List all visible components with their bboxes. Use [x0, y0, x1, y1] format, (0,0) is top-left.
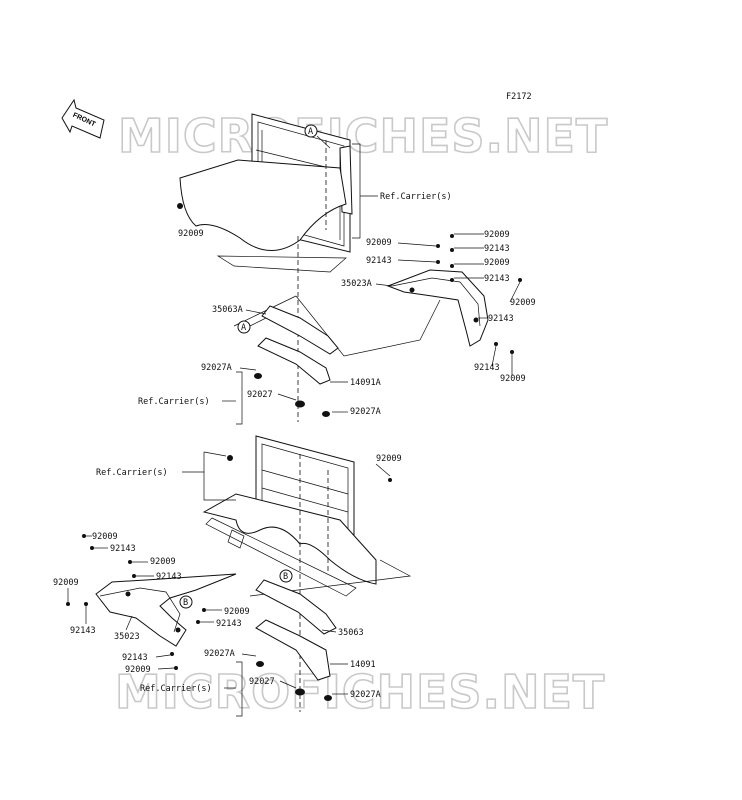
part-92027a-lower-1: 92027A [204, 649, 235, 659]
part-92009-d: 92009 [510, 298, 536, 308]
part-92143-2: 92143 [156, 572, 182, 582]
part-92143-a: 92143 [484, 244, 510, 254]
callout-b-left [179, 595, 193, 609]
ref-carrier-mid: Ref.Carrier(s) [138, 397, 210, 407]
part-92009-b: 92009 [484, 258, 510, 268]
part-92009-4: 92009 [224, 607, 250, 617]
watermark-upper: MICROFICHES.NET [118, 109, 608, 163]
part-92027a-lower-2: 92027A [350, 690, 381, 700]
callout-a-top [304, 124, 318, 138]
part-92143-4: 92143 [216, 619, 242, 629]
part-92143-d: 92143 [488, 314, 514, 324]
lower-bed-panel [202, 493, 377, 585]
callout-b-right [279, 569, 293, 583]
watermark-lower: MICROFICHES.NET [115, 665, 605, 719]
part-92027-lower: 92027 [249, 677, 275, 687]
part-35063a: 35063A [212, 305, 243, 315]
lower-assembly: Ref.Carrier(s) 92009 B B 92009 92143 920… [53, 435, 412, 717]
ref-carrier-lower-upper: Ref.Carrier(s) [96, 468, 168, 478]
part-92009-a: 92009 [484, 230, 510, 240]
callout-a-mid-label: A [241, 323, 246, 333]
part-92009-left: 92009 [178, 229, 204, 239]
part-92143-c: 92143 [366, 256, 392, 266]
figure-code: F2172 [506, 92, 532, 102]
upper-assembly: A Ref.Carrier(s) 92009 92009 92143 [138, 113, 536, 425]
part-92143-e: 92143 [474, 363, 500, 373]
part-35023: 35023 [114, 632, 140, 642]
front-arrow-icon: FRONT [61, 98, 105, 139]
callout-b-left-label: B [183, 598, 188, 608]
lower-strap-35063 [255, 579, 337, 635]
ref-carrier-top: Ref.Carrier(s) [380, 192, 452, 202]
part-92009-1: 92009 [92, 532, 118, 542]
part-92009-e: 92009 [500, 374, 526, 384]
part-92143-1: 92143 [110, 544, 136, 554]
part-35063: 35063 [338, 628, 364, 638]
part-92009-2: 92009 [150, 557, 176, 567]
part-35023a: 35023A [341, 279, 372, 289]
upper-bed-panel [179, 159, 347, 251]
upper-strap-14091a [257, 337, 331, 385]
part-92027a-1: 92027A [201, 363, 232, 373]
part-92027a-2: 92027A [350, 407, 381, 417]
part-92143-b: 92143 [484, 274, 510, 284]
part-92009-5: 92009 [125, 665, 151, 675]
callout-a-top-label: A [308, 127, 313, 137]
ref-carrier-lower-lower: Ref.Carrier(s) [140, 684, 212, 694]
part-92009-c: 92009 [366, 238, 392, 248]
lower-strap-14091 [255, 619, 331, 681]
part-92027: 92027 [247, 390, 273, 400]
lower-fender-35023 [95, 573, 237, 647]
upper-fender-35023a [386, 269, 489, 347]
part-14091: 14091 [350, 660, 376, 670]
upper-strap-35063a [261, 305, 339, 355]
callout-b-right-label: B [283, 572, 288, 582]
part-92143-5: 92143 [122, 653, 148, 663]
callout-a-mid [237, 320, 251, 334]
part-14091a: 14091A [350, 378, 381, 388]
part-92009-right: 92009 [376, 454, 402, 464]
part-92143-3: 92143 [70, 626, 96, 636]
part-92009-3: 92009 [53, 578, 79, 588]
